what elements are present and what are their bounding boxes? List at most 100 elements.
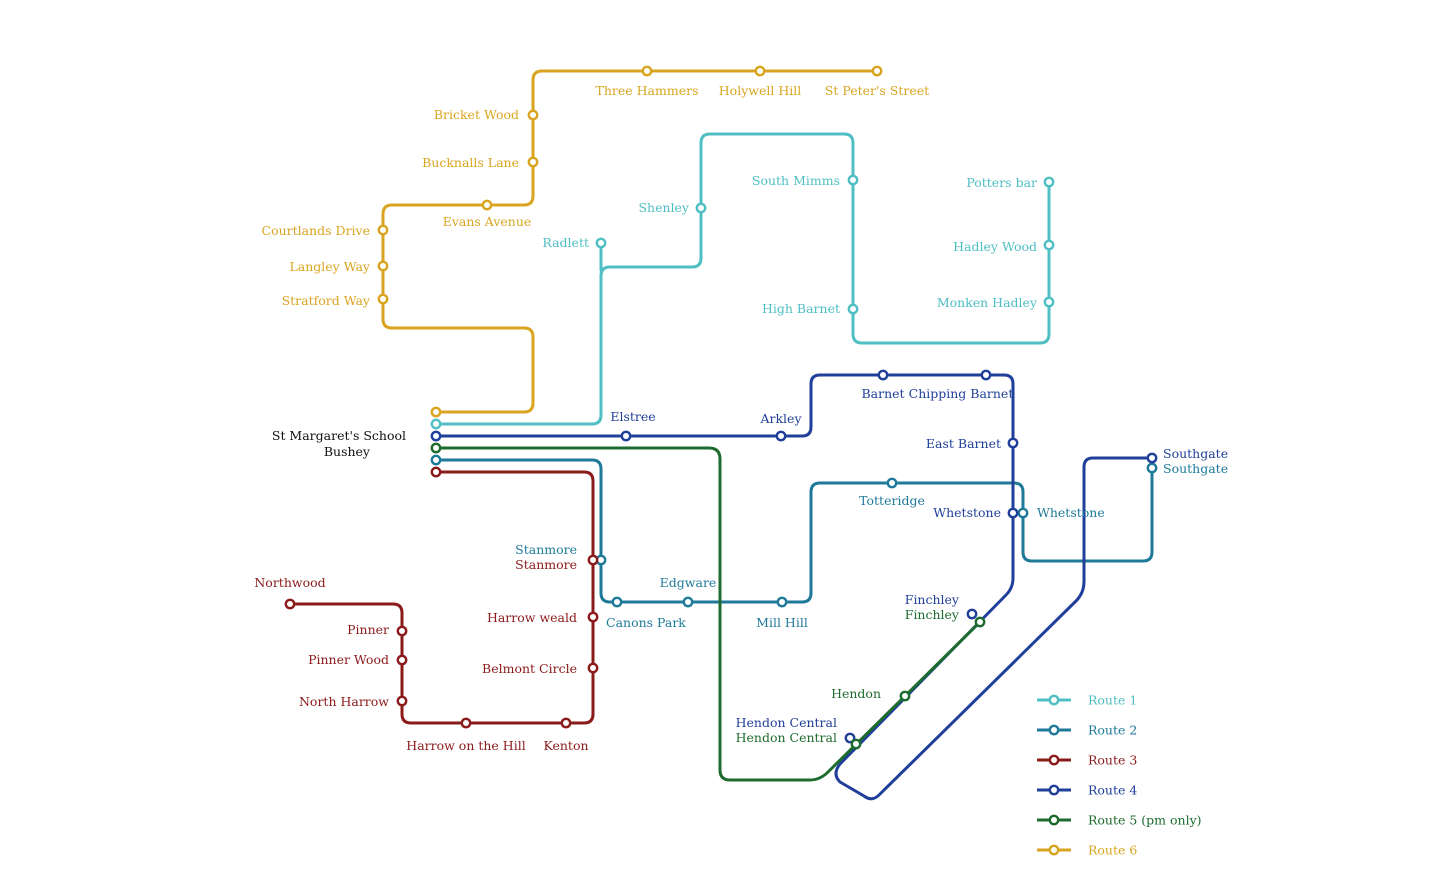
- r4-label-hendon-central: Hendon Central: [736, 715, 837, 730]
- legend-swatch-stop: [1048, 754, 1060, 766]
- r3-label-harrow-weald: Harrow weald: [487, 610, 577, 625]
- r4-stop-hendon-central[interactable]: [844, 732, 856, 744]
- r6-stop-stratford-way[interactable]: [377, 293, 389, 305]
- r2-label-southgate: Southgate: [1163, 461, 1228, 476]
- r3-label-kenton: Kenton: [543, 738, 588, 753]
- r6-label-courtlands-drive: Courtlands Drive: [262, 223, 370, 238]
- r5-hub-terminal: [430, 442, 442, 454]
- r6-label-stratford-way: Stratford Way: [282, 293, 371, 308]
- r6-stop-holywell-hill[interactable]: [754, 65, 766, 77]
- r2-stop-mill-hill[interactable]: [776, 596, 788, 608]
- r1-stop-high-barnet[interactable]: [847, 303, 859, 315]
- r4-label-arkley: Arkley: [759, 411, 802, 426]
- r6-hub-terminal: [430, 406, 442, 418]
- r3-stop-belmont-circle[interactable]: [587, 662, 599, 674]
- legend-label: Route 2: [1088, 723, 1137, 738]
- r2-label-totteridge: Totteridge: [859, 493, 925, 508]
- r1-label-hadley-wood: Hadley Wood: [953, 239, 1037, 254]
- r5-label-hendon: Hendon: [831, 686, 881, 701]
- r6-stop-bricket-wood[interactable]: [527, 109, 539, 121]
- station-markers: [284, 65, 1158, 750]
- r1-stop-shenley[interactable]: [695, 202, 707, 214]
- r4-label-east-barnet: East Barnet: [926, 436, 1001, 451]
- map-legend: Route 1 Route 2 Route 3 Route 4 Route 5 (pm …: [1037, 693, 1202, 858]
- r3-label-north-harrow: North Harrow: [299, 694, 389, 709]
- r2-stop-edgware[interactable]: [682, 596, 694, 608]
- r6-label-bucknalls-lane: Bucknalls Lane: [422, 155, 519, 170]
- r6-stop-three-hammers[interactable]: [641, 65, 653, 77]
- r1-stop-hadley-wood[interactable]: [1043, 239, 1055, 251]
- r3-stop-northwood[interactable]: [284, 598, 296, 610]
- r5-stop-finchley[interactable]: [974, 616, 986, 628]
- r4-stop-barnet[interactable]: [877, 369, 889, 381]
- hub-label: St Margaret's School Bushey: [272, 428, 406, 459]
- r3-label-harrow-on-the-hill: Harrow on the Hill: [406, 738, 525, 753]
- r5-stop-hendon[interactable]: [899, 690, 911, 702]
- r5-label-finchley: Finchley: [905, 607, 960, 622]
- legend-item-r6: Route 6: [1037, 843, 1137, 858]
- r3-stop-pinner-wood[interactable]: [396, 654, 408, 666]
- r6-label-bricket-wood: Bricket Wood: [434, 107, 519, 122]
- r3-stop-kenton[interactable]: [560, 717, 572, 729]
- r6-stop-bucknalls-lane[interactable]: [527, 156, 539, 168]
- r1-label-high-barnet: High Barnet: [762, 301, 840, 316]
- legend-item-r4: Route 4: [1037, 783, 1137, 798]
- r3-label-pinner: Pinner: [347, 622, 389, 637]
- r2-stop-canons-park[interactable]: [611, 596, 623, 608]
- r2-stop-whetstone[interactable]: [1017, 507, 1029, 519]
- r4-stop-southgate[interactable]: [1146, 452, 1158, 464]
- r4-stop-arkley[interactable]: [775, 430, 787, 442]
- r2-stop-southgate[interactable]: [1146, 462, 1158, 474]
- r1-stop-monken-hadley[interactable]: [1043, 296, 1055, 308]
- r4-stop-east-barnet[interactable]: [1007, 437, 1019, 449]
- hub-name-line2: Bushey: [324, 444, 371, 459]
- r5-stop-hendon-central[interactable]: [850, 738, 862, 750]
- r3-label-stanmore: Stanmore: [515, 557, 577, 572]
- legend-item-r2: Route 2: [1037, 723, 1137, 738]
- r4-label-southgate: Southgate: [1163, 446, 1228, 461]
- r3-stop-pinner[interactable]: [396, 625, 408, 637]
- r4-stop-chipping-barnet[interactable]: [980, 369, 992, 381]
- legend-swatch-stop: [1048, 784, 1060, 796]
- r6-line: [381, 69, 879, 414]
- r3-stop-north-harrow[interactable]: [396, 695, 408, 707]
- r1-stop-potters-bar[interactable]: [1043, 176, 1055, 188]
- r5-label-hendon-central: Hendon Central: [736, 730, 837, 745]
- r4-stop-elstree[interactable]: [620, 430, 632, 442]
- r6-stop-st-peter-s-street[interactable]: [871, 65, 883, 77]
- r6-stop-evans-avenue[interactable]: [481, 199, 493, 211]
- r1-stop-south-mimms[interactable]: [847, 174, 859, 186]
- legend-item-r3: Route 3: [1037, 753, 1137, 768]
- r3-hub-terminal: [430, 466, 442, 478]
- legend-swatch-stop: [1048, 844, 1060, 856]
- r3-stop-stanmore[interactable]: [587, 554, 599, 566]
- r3-stop-harrow-on-the-hill[interactable]: [460, 717, 472, 729]
- r1-line: [434, 132, 1051, 426]
- r5-line: [434, 446, 982, 782]
- r4-label-elstree: Elstree: [610, 409, 655, 424]
- r4-label-finchley: Finchley: [905, 592, 960, 607]
- r6-label-three-hammers: Three Hammers: [596, 83, 699, 98]
- legend-label: Route 4: [1088, 783, 1137, 798]
- r4-stop-whetstone[interactable]: [1007, 507, 1019, 519]
- legend-item-r1: Route 1: [1037, 693, 1137, 708]
- r3-label-belmont-circle: Belmont Circle: [482, 661, 577, 676]
- r6-stop-courtlands-drive[interactable]: [377, 224, 389, 236]
- r1-label-radlett: Radlett: [542, 235, 589, 250]
- r4-stop-finchley[interactable]: [966, 608, 978, 620]
- legend-swatch-stop: [1048, 724, 1060, 736]
- r4-label-chipping-barnet: Chipping Barnet: [909, 386, 1014, 401]
- legend-swatch-stop: [1048, 694, 1060, 706]
- r2-label-whetstone: Whetstone: [1037, 505, 1105, 520]
- r6-stop-langley-way[interactable]: [377, 260, 389, 272]
- legend-label: Route 5 (pm only): [1088, 813, 1202, 828]
- legend-label: Route 3: [1088, 753, 1137, 768]
- r2-stop-totteridge[interactable]: [886, 477, 898, 489]
- r6-label-st-peter-s-street: St Peter's Street: [825, 83, 929, 98]
- r3-stop-harrow-weald[interactable]: [587, 611, 599, 623]
- r2-label-canons-park: Canons Park: [606, 615, 686, 630]
- r6-label-holywell-hill: Holywell Hill: [719, 83, 801, 98]
- r1-stop-radlett[interactable]: [595, 237, 607, 249]
